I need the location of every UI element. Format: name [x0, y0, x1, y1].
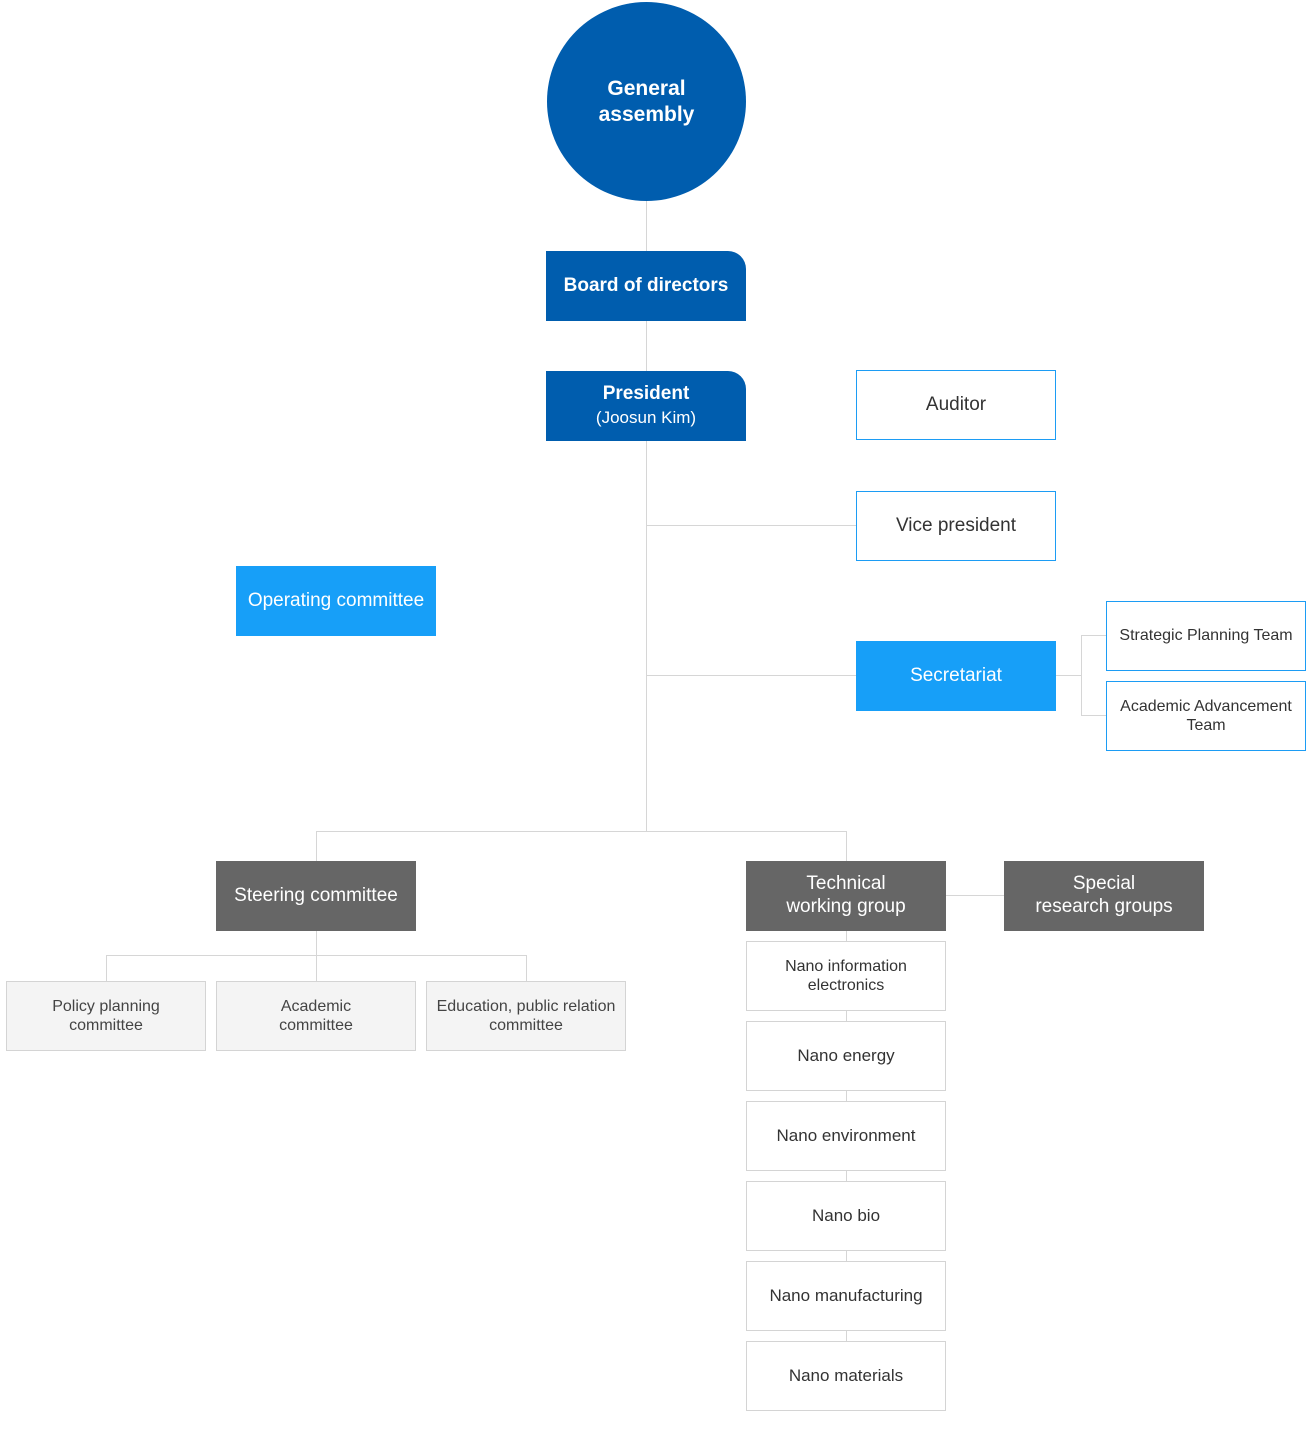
nano-materials-node: Nano materials [746, 1341, 946, 1411]
president-name: (Joosun Kim) [595, 408, 697, 428]
academic-advancement-team-node: Academic Advancement Team [1106, 681, 1306, 751]
nano-environment-label: Nano environment [776, 1125, 916, 1145]
nano-energy-node: Nano energy [746, 1021, 946, 1091]
special-research-groups-node: Special research groups [1004, 861, 1204, 931]
connector-team-2 [1081, 715, 1106, 716]
auditor-node: Auditor [856, 370, 1056, 440]
connector-steering-committees [316, 931, 317, 981]
secretariat-label: Secretariat [910, 664, 1002, 686]
connector-bottom-horizontal [316, 831, 847, 832]
academic-committee-node: Academic committee [216, 981, 416, 1051]
secretariat-node: Secretariat [856, 641, 1056, 711]
board-of-directors-node: Board of directors [546, 251, 746, 321]
nano-materials-label: Nano materials [788, 1365, 904, 1385]
connector-teams-vertical [1081, 635, 1082, 715]
connector-committees-horizontal [106, 955, 527, 956]
connector-committee-1 [106, 955, 107, 981]
connector-committee-3 [526, 955, 527, 981]
technical-working-group-label: Technical working group [786, 873, 906, 917]
education-public-relation-committee-label: Education, public relation committee [436, 997, 616, 1034]
nano-bio-label: Nano bio [811, 1205, 881, 1225]
strategic-planning-team-label: Strategic Planning Team [1119, 627, 1293, 645]
steering-committee-label: Steering committee [234, 884, 398, 906]
connector-team-1 [1081, 635, 1106, 636]
connector-secretariat [646, 675, 856, 676]
general-assembly-label: General assembly [598, 77, 695, 126]
policy-planning-committee-label: Policy planning committee [52, 997, 160, 1034]
steering-committee-node: Steering committee [216, 861, 416, 931]
connector-secretariat-teams [1056, 675, 1082, 676]
special-research-groups-label: Special research groups [1035, 873, 1173, 917]
nano-manufacturing-node: Nano manufacturing [746, 1261, 946, 1331]
technical-working-group-node: Technical working group [746, 861, 946, 931]
connector-board-president [646, 321, 647, 371]
nano-information-electronics-label: Nano information electronics [785, 957, 907, 994]
academic-advancement-team-label: Academic Advancement Team [1120, 697, 1292, 734]
vice-president-node: Vice president [856, 491, 1056, 561]
general-assembly-node: General assembly [547, 2, 746, 201]
vice-president-label: Vice president [895, 514, 1017, 536]
auditor-label: Auditor [925, 393, 987, 415]
connector-president-trunk [646, 441, 647, 831]
board-of-directors-label: Board of directors [563, 274, 729, 296]
president-title: President [602, 383, 690, 405]
connector-vice-president [646, 525, 856, 526]
operating-committee-label: Operating committee [247, 589, 425, 611]
academic-committee-label: Academic committee [279, 997, 353, 1034]
strategic-planning-team-node: Strategic Planning Team [1106, 601, 1306, 671]
education-public-relation-committee-node: Education, public relation committee [426, 981, 626, 1051]
connector-technical-drop [846, 831, 847, 861]
connector-technical-special [946, 895, 1004, 896]
nano-information-electronics-node: Nano information electronics [746, 941, 946, 1011]
operating-committee-node: Operating committee [236, 566, 436, 636]
nano-energy-label: Nano energy [797, 1045, 895, 1065]
connector-assembly-board [646, 201, 647, 251]
nano-manufacturing-label: Nano manufacturing [769, 1285, 923, 1305]
nano-bio-node: Nano bio [746, 1181, 946, 1251]
president-node: President (Joosun Kim) [546, 371, 746, 441]
nano-environment-node: Nano environment [746, 1101, 946, 1171]
policy-planning-committee-node: Policy planning committee [6, 981, 206, 1051]
connector-steering-drop [316, 831, 317, 861]
